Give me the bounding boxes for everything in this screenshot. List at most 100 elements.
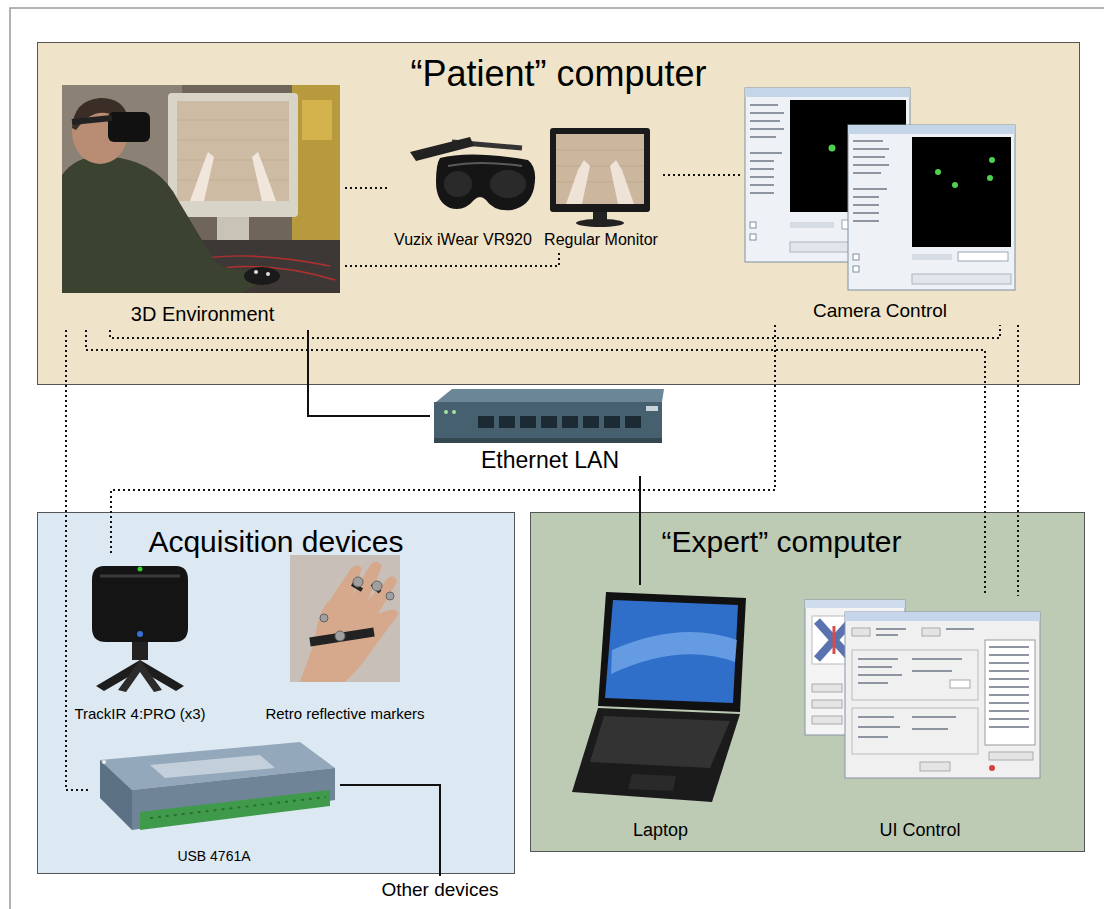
monitor [576, 219, 624, 227]
ui-window [812, 700, 842, 708]
photo-3d-environment [254, 270, 258, 274]
hand-markers-photo [372, 581, 382, 591]
camera-window [750, 234, 756, 240]
dotted-connector [345, 252, 559, 266]
dotted-connector [111, 325, 775, 553]
ui-window [989, 765, 995, 771]
trackir-camera [138, 567, 143, 572]
caption: UI Control [879, 820, 960, 841]
ui-window [845, 612, 1040, 778]
camera-window [853, 204, 879, 206]
usb-module [140, 790, 330, 830]
dotted-connector [1017, 325, 1019, 596]
hand-markers-photo [335, 631, 345, 641]
ui-window [858, 658, 898, 660]
camera-window [853, 196, 879, 198]
screenshot-box: Camera Control [740, 85, 1020, 325]
camera-window [912, 137, 1011, 247]
network-switch [625, 416, 641, 428]
camera-window [853, 148, 889, 150]
usb-module [150, 797, 326, 818]
cable-connector [308, 330, 430, 416]
ui-window [989, 752, 1033, 760]
network-switch [478, 416, 494, 428]
monitor [610, 160, 634, 204]
video-glasses [452, 142, 522, 148]
devices-panel: Acquisition devicesTrackIR 4:PRO (x3)Ret… [37, 512, 515, 874]
ui-window [950, 680, 970, 688]
video-glasses [444, 171, 472, 197]
dotted-connector [345, 187, 388, 189]
camera-window [853, 220, 879, 222]
trackir-camera [92, 566, 188, 642]
hand-markers-photo [300, 562, 398, 682]
network-switch [444, 410, 448, 414]
photo-3d-environment [72, 98, 128, 130]
ui-window [845, 612, 1040, 778]
ui-window [858, 682, 888, 684]
camera-window [750, 136, 776, 138]
laptop [590, 716, 730, 768]
network-switch [434, 438, 662, 443]
ui-window [989, 654, 1029, 656]
camera-window [987, 175, 993, 181]
device-box: Vuzix iWear VR920 [388, 120, 538, 252]
camera-window [853, 266, 859, 272]
device-box: USB 4761A [88, 735, 340, 867]
camera-window [848, 125, 1015, 290]
laptop [572, 708, 740, 802]
monitor [593, 212, 607, 221]
camera-window [848, 125, 1015, 134]
hand-markers-photo [353, 577, 363, 587]
trackir-camera [96, 660, 184, 691]
caption: Laptop [633, 820, 688, 841]
camera-window [745, 88, 910, 262]
photo-3d-environment [185, 256, 335, 280]
camera-window [853, 212, 879, 214]
ui-window [989, 646, 1029, 648]
usb-module [132, 768, 335, 830]
monitor [556, 150, 644, 182]
usb-module [100, 760, 132, 830]
camera-window [848, 125, 1015, 290]
hand-markers-photo [320, 614, 328, 622]
figure-frame [10, 8, 1104, 909]
video-glasses [410, 137, 474, 161]
camera-window [750, 128, 784, 130]
network-switch [562, 416, 578, 428]
camera-window [853, 188, 887, 190]
photo-box: 3D Environment [60, 85, 345, 330]
ui-window [812, 616, 856, 664]
ui-window [858, 716, 894, 718]
ui-window [920, 762, 950, 771]
caption: 3D Environment [131, 303, 274, 326]
label-box: Other devices [381, 879, 498, 901]
dotted-connector [110, 325, 1000, 338]
camera-window [750, 160, 774, 162]
photo-3d-environment [217, 217, 249, 243]
panel-title: Acquisition devices [148, 525, 403, 560]
ui-window [852, 650, 978, 700]
panel-title: “Expert” computer [661, 525, 901, 560]
network-switch [434, 389, 664, 443]
ui-window [858, 736, 888, 738]
hand-markers-photo [352, 584, 380, 592]
network-switch [434, 402, 662, 443]
ui-window [876, 634, 898, 636]
device-box: Retro reflective markers [260, 553, 430, 725]
photo-3d-environment [72, 100, 128, 164]
usb-module [100, 742, 335, 790]
ui-window [989, 686, 1029, 688]
network-switch [499, 416, 515, 428]
photo-3d-environment [177, 101, 289, 201]
camera-window [750, 168, 774, 170]
photo-3d-environment [302, 100, 332, 140]
hand-markers-photo [290, 555, 400, 682]
hand-markers-photo [310, 632, 374, 642]
ui-window [858, 726, 900, 728]
laptop [605, 600, 738, 703]
ui-window [876, 628, 906, 630]
network-switch [520, 416, 536, 428]
screenshot-box: UI Control [795, 596, 1045, 845]
